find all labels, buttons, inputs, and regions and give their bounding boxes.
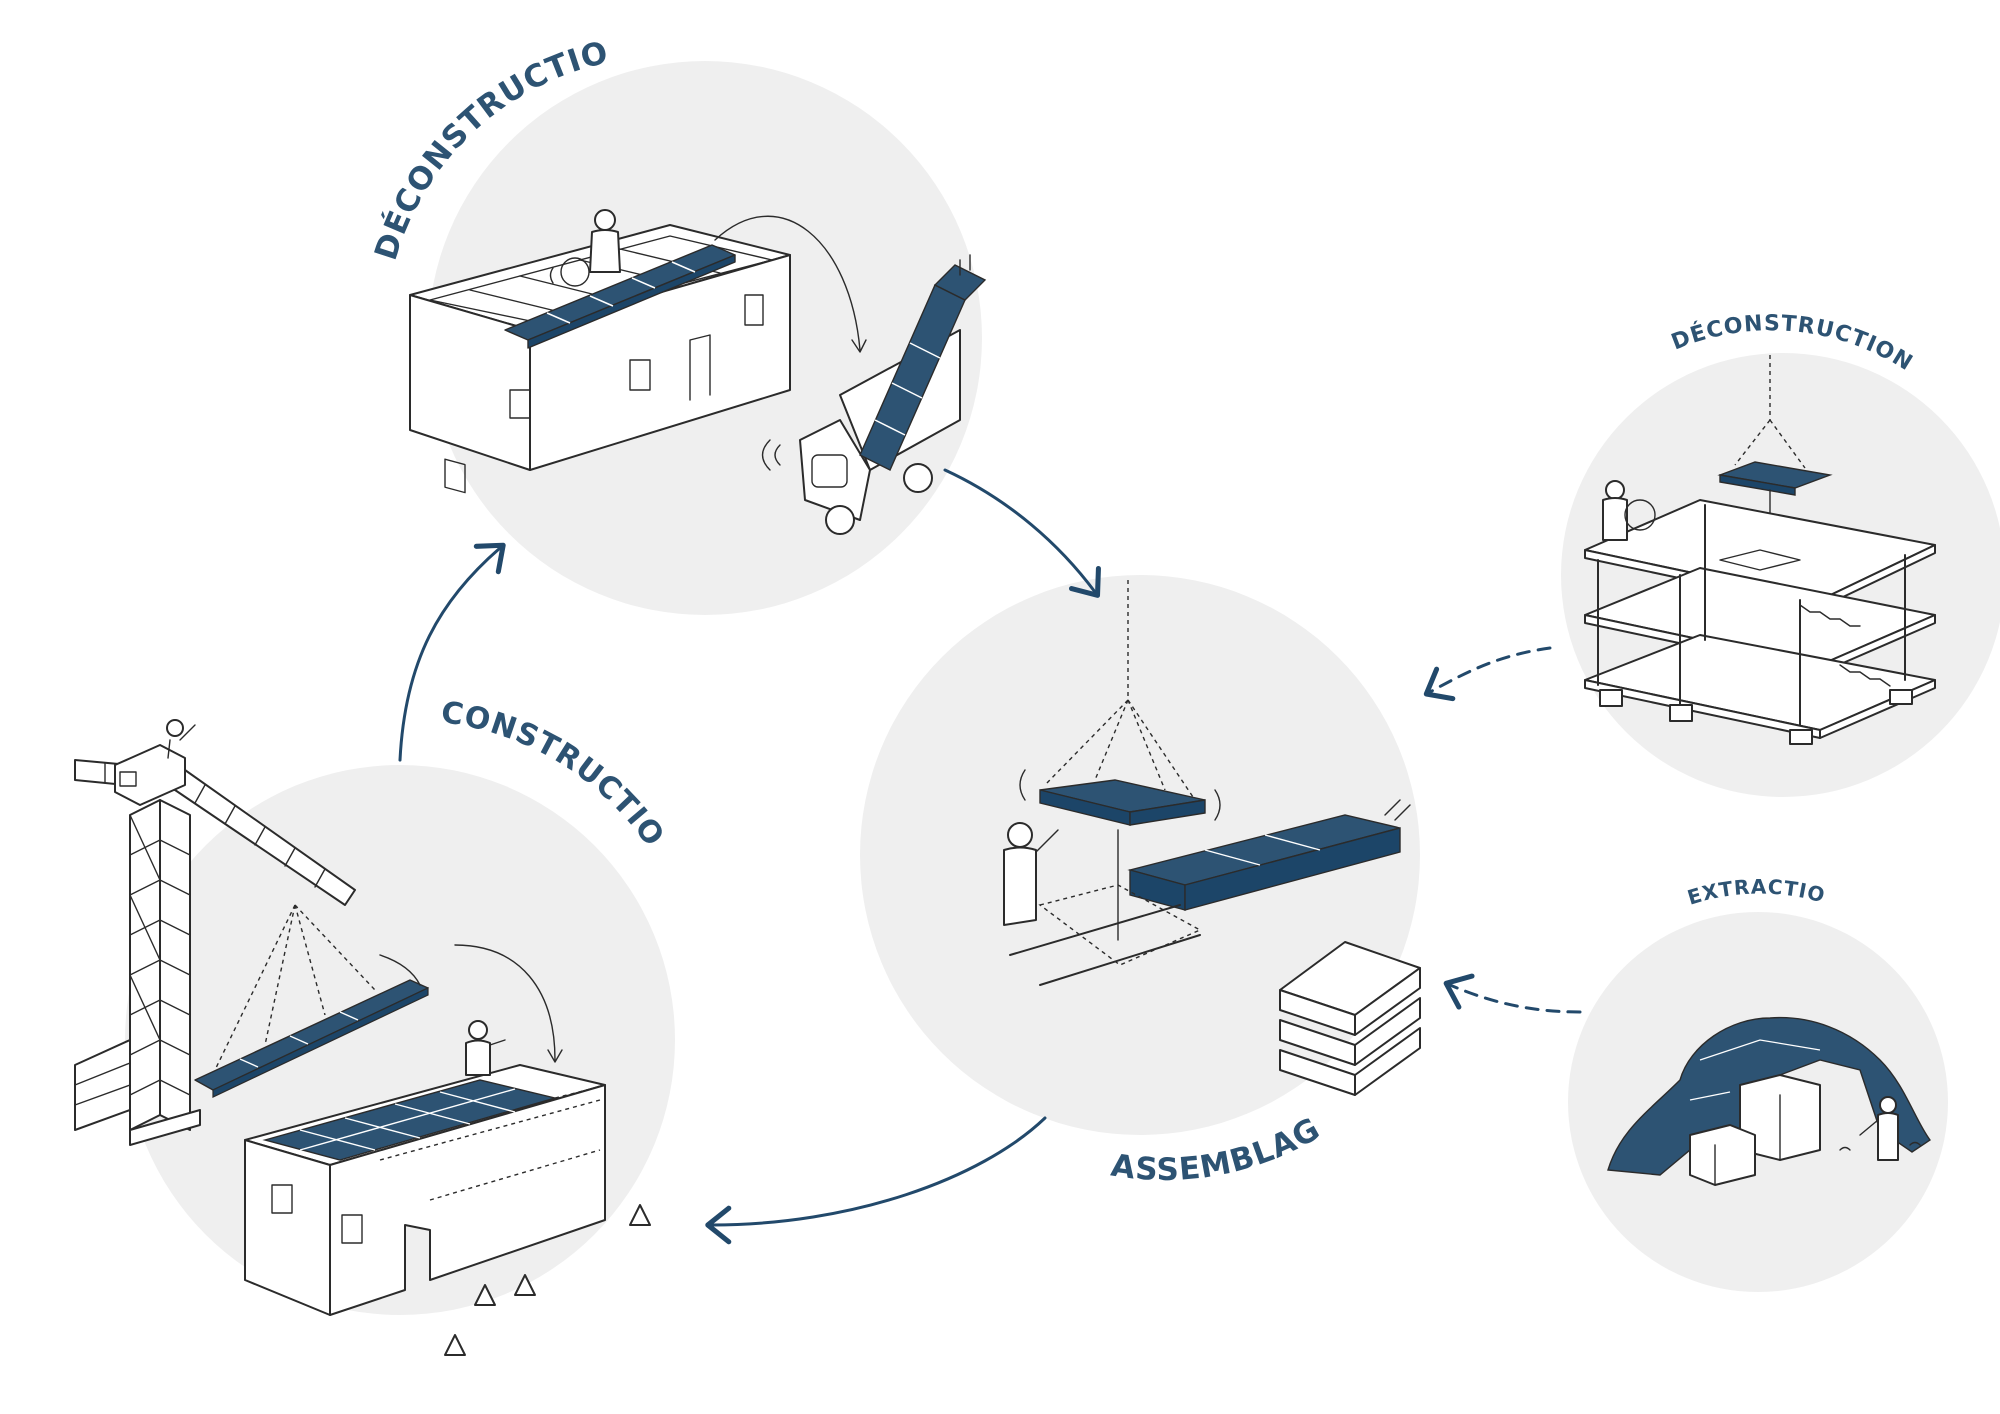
stacked-slabs <box>1279 941 1421 1096</box>
scene-deconstruction-1 <box>1584 355 1936 745</box>
worker-guiding <box>1003 822 1059 926</box>
arrow-extraction-to-assemblage <box>1443 973 1582 1014</box>
hoisted-slab <box>1019 769 1221 826</box>
arrow-deconstruction-1-to-assemblage <box>1423 646 1552 702</box>
worker-quarrying <box>1839 1096 1921 1161</box>
roof-panel-strip <box>504 244 736 349</box>
truck-with-panels <box>761 254 987 535</box>
tower-crane <box>74 719 356 1146</box>
cycle-arrows <box>398 468 1582 1245</box>
house-roofless <box>409 224 791 494</box>
scene-extraction <box>1607 1016 1932 1186</box>
hoisted-panel-strip <box>194 904 429 1098</box>
arrow-assemblage-to-construction <box>705 1116 1047 1245</box>
worker-cutting <box>1602 480 1656 541</box>
scene-assemblage <box>1003 580 1421 1096</box>
arrow-deconstruction-2-to-assemblage <box>943 468 1101 598</box>
arrow-construction-to-deconstruction-2 <box>398 542 506 762</box>
scene-construction <box>74 719 651 1356</box>
concrete-frame-building <box>1584 499 1936 745</box>
quarry-rock <box>1607 1016 1932 1176</box>
laid-slab-strip <box>1127 799 1411 911</box>
traffic-cones <box>444 1204 651 1356</box>
house-under-construction <box>244 944 606 1316</box>
scene-deconstruction-2 <box>409 209 987 535</box>
rebar-rails <box>1009 884 1202 986</box>
lift-arc <box>714 215 861 351</box>
worker-with-saw <box>549 209 621 287</box>
